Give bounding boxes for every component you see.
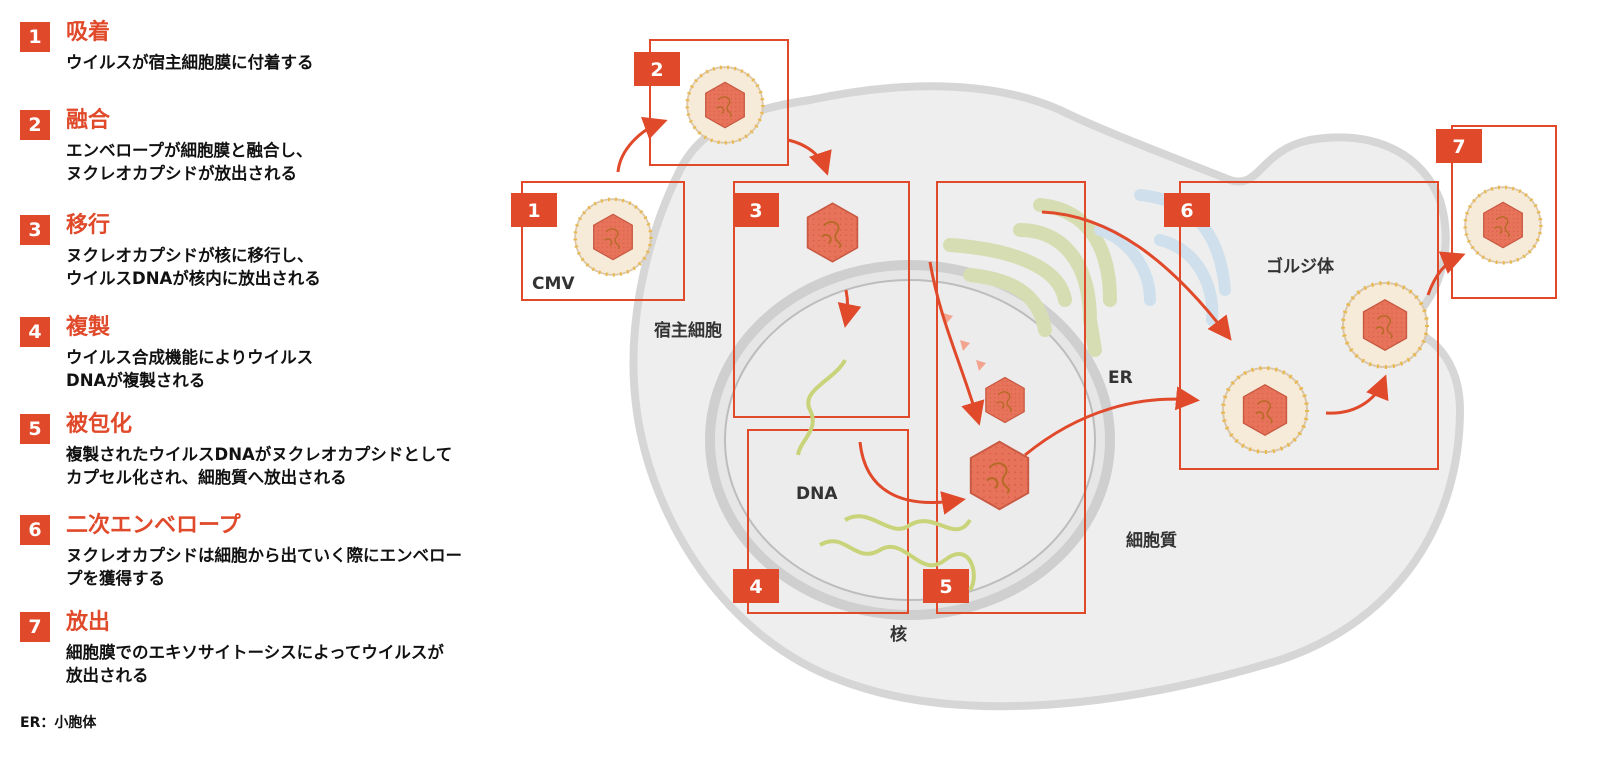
step-number-badge: 3 xyxy=(20,215,50,245)
step-box-4 xyxy=(747,429,909,614)
arrow-6-internal xyxy=(1325,374,1389,415)
step-title: 被包化 xyxy=(66,412,133,437)
step-number-badge: 1 xyxy=(20,22,50,52)
label-er: ER xyxy=(1108,368,1133,388)
step-box-6 xyxy=(1179,181,1439,470)
step-description: 細胞膜でのエキソサイトーシスによってウイルスが 放出される xyxy=(66,643,444,685)
box-number-3: 3 xyxy=(749,200,762,222)
cmv-virion-1 xyxy=(575,199,651,275)
cmv-virion-6b xyxy=(1343,283,1427,367)
step-box-5 xyxy=(936,181,1086,614)
step-description: ヌクレオカプシドは細胞から出ていく際にエンベロー プを獲得する xyxy=(66,546,462,588)
step-number-badge: 4 xyxy=(20,317,50,347)
step-title: 融合 xyxy=(66,108,111,133)
nucleus xyxy=(705,260,1115,620)
dna-strands xyxy=(796,358,976,592)
box-number-6: 6 xyxy=(1180,200,1193,222)
step-number-badge: 5 xyxy=(20,414,50,444)
step-number-badge: 6 xyxy=(20,515,50,545)
step-description: ヌクレオカプシドが核に移行し、 ウイルスDNAが核内に放出される xyxy=(66,246,321,288)
step-number-badge: 7 xyxy=(20,612,50,642)
step-title: 複製 xyxy=(66,315,111,340)
step-box-2 xyxy=(649,39,789,166)
box-number-2: 2 xyxy=(650,59,663,81)
box-number-4: 4 xyxy=(749,576,762,598)
step-description: ウイルスが宿主細胞膜に付着する xyxy=(66,53,314,72)
footnote: ER：小胞体 xyxy=(20,715,97,731)
box-number-1: 1 xyxy=(527,200,540,222)
step-box-7 xyxy=(1451,125,1557,299)
label-cytoplasm: 細胞質 xyxy=(1126,530,1177,551)
endoplasmic-reticulum xyxy=(943,198,1117,357)
label-cmv: CMV xyxy=(532,274,575,294)
cmv-lifecycle-diagram: 1 2 3 4 5 6 7 xyxy=(511,39,1557,711)
label-golgi: ゴルジ体 xyxy=(1266,256,1335,277)
arrow-to-golgi xyxy=(1041,210,1232,341)
arrow-5-to-6 xyxy=(1024,386,1200,457)
step-title: 吸着 xyxy=(66,20,111,45)
arrow-3-down xyxy=(837,289,862,328)
step-description: エンベロープが細胞膜と融合し、 ヌクレオカプシドが放出される xyxy=(66,141,313,183)
box-number-tags: 1 2 3 4 5 6 7 xyxy=(511,52,1482,603)
step-title: 放出 xyxy=(66,610,111,635)
arrow-1-to-2 xyxy=(616,116,668,173)
step-description: 複製されたウイルスDNAがヌクレオカプシドとして カプセル化され、細胞質へ放出さ… xyxy=(66,445,453,487)
cmv-virion-2 xyxy=(687,67,763,143)
label-host-cell: 宿主細胞 xyxy=(654,320,722,341)
arrow-2-to-3 xyxy=(787,138,832,176)
step-title: 移行 xyxy=(66,213,111,238)
label-dna: DNA xyxy=(796,484,838,504)
step-description: ウイルス合成機能によりウイルス DNAが複製される xyxy=(66,348,314,390)
step-title: 二次エンベロープ xyxy=(66,513,241,538)
label-nucleus: 核 xyxy=(890,624,907,645)
cmv-virion-6a xyxy=(1223,368,1307,452)
arrow-4-to-5 xyxy=(858,441,966,515)
step-number-badge: 2 xyxy=(20,110,50,140)
box-number-7: 7 xyxy=(1452,136,1465,158)
step-box-1 xyxy=(521,181,685,301)
cmv-virion-7 xyxy=(1465,187,1541,263)
step-box-3 xyxy=(733,181,910,418)
arrow-er-to-capsid xyxy=(928,261,985,426)
box-number-5: 5 xyxy=(939,576,952,598)
arrow-6-to-7 xyxy=(1426,251,1466,296)
